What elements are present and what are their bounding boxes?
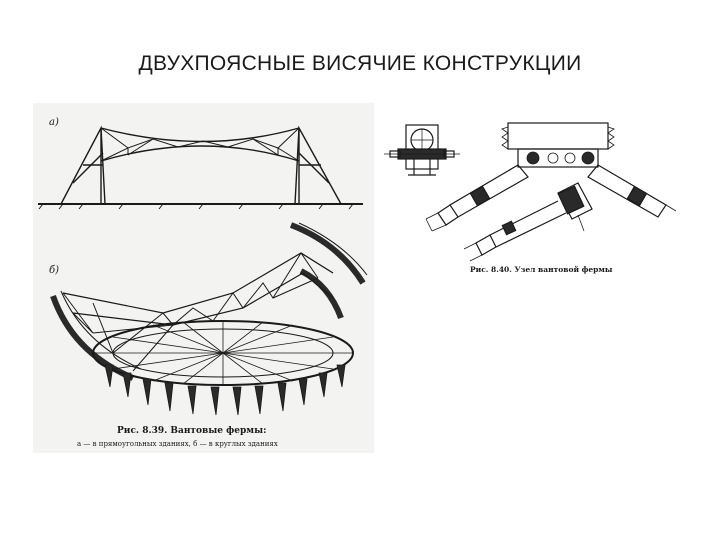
cable-node-drawing <box>425 122 677 232</box>
caption-subtitle: а — в прямоугольных зданиях, б — в кругл… <box>77 440 278 448</box>
caption-title: Рис. 8.39. Вантовые фермы: <box>117 426 266 436</box>
cable-truss-drawing: а) б) Рис. 8.39. Вантовые фермы: а — в п… <box>38 117 368 448</box>
clamp-detail-drawing <box>384 124 460 176</box>
rectangular-cable-truss-drawing <box>38 125 363 210</box>
label-b: б) <box>49 265 59 276</box>
bolt-detail-drawing <box>463 182 593 262</box>
label-a: а) <box>49 117 59 128</box>
truss-node-drawing: Рис. 8.40. Узел вантовой фермы <box>384 122 677 274</box>
slide-title: ДВУХПОЯСНЫЕ ВИСЯЧИЕ КОНСТРУКЦИИ <box>138 52 582 75</box>
truss-node-figure: Рис. 8.40. Узел вантовой фермы <box>378 105 678 280</box>
cable-truss-figure: а) б) Рис. 8.39. Вантовые фермы: а — в п… <box>33 103 374 453</box>
circular-cable-truss-drawing <box>50 222 368 416</box>
node-caption: Рис. 8.40. Узел вантовой фермы <box>470 265 613 274</box>
